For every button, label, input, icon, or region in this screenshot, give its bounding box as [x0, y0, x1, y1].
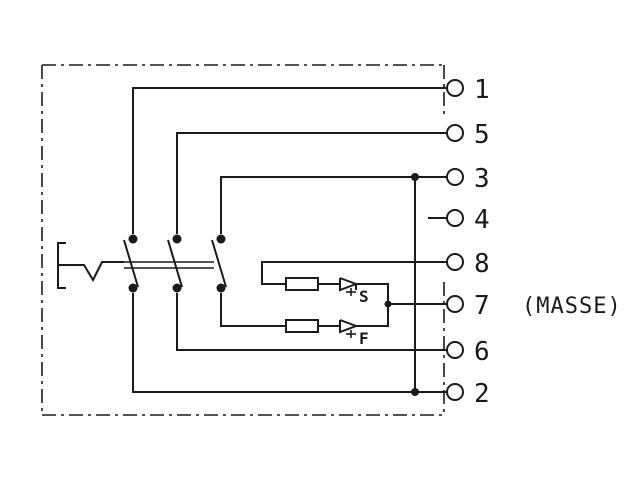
terminal-label: 8 [474, 249, 490, 279]
terminal-8: 8 [446, 249, 490, 279]
junction-dots [384, 173, 419, 396]
switch-pole-1 [123, 234, 139, 293]
switch-pole-3 [211, 234, 227, 293]
actuator-bracket [57, 242, 214, 289]
terminal-label: 5 [474, 120, 490, 150]
terminal-label: 6 [474, 337, 490, 367]
terminal-label: 7 [474, 291, 490, 321]
terminal-6: 6 [446, 337, 490, 367]
resistor-s [285, 277, 319, 291]
terminal-1: 1 [446, 75, 490, 105]
terminal-5: 5 [446, 120, 490, 150]
resistor-f [285, 319, 319, 333]
terminal-7: 7 [446, 291, 490, 321]
terminal-label: 1 [474, 75, 490, 105]
terminal-4: 4 [446, 205, 490, 235]
switch-pole-2 [167, 234, 183, 293]
terminal-label: 2 [474, 379, 490, 409]
terminal-2: 2 [446, 379, 490, 409]
sensor-s-icon [339, 277, 359, 296]
terminal-label: 3 [474, 164, 490, 194]
housing-frame [41, 64, 445, 416]
sensor-label-f: F [359, 329, 369, 348]
terminal-label: 4 [474, 205, 490, 235]
sensor-f-icon [339, 319, 359, 338]
sensor-label-s: S [359, 287, 369, 306]
ground-label: (MASSE) [522, 294, 622, 319]
wiring [132, 87, 446, 393]
terminal-3: 3 [446, 164, 490, 194]
